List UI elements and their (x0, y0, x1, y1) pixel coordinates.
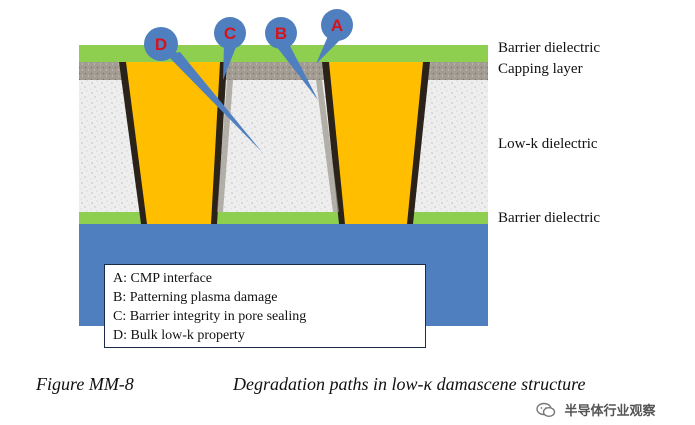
marker-d-bubble (144, 27, 178, 61)
marker-c-label: C (224, 24, 236, 43)
watermark-text: 半导体行业观察 (564, 404, 656, 419)
marker-a-pointer (316, 36, 340, 64)
damage-zone-right (316, 80, 339, 212)
label-lowk-dielectric: Low-k dielectric (498, 136, 598, 152)
wechat-icon (536, 402, 556, 418)
marker-b-pointer (276, 42, 318, 100)
legend-item-b: B: Patterning plasma damage (113, 290, 278, 305)
marker-b-label: B (275, 24, 287, 43)
marker-c: C (214, 17, 246, 80)
label-capping-layer: Capping layer (498, 61, 583, 77)
legend-item-a: A: CMP interface (113, 271, 213, 286)
figure-number: Figure MM-8 (36, 374, 134, 394)
label-barrier-dielectric-top: Barrier dielectric (498, 40, 601, 56)
marker-b-bubble (265, 17, 297, 49)
marker-a: A (316, 9, 353, 64)
marker-d-pointer (166, 52, 262, 152)
copper-line-right (329, 62, 423, 224)
marker-b: B (265, 17, 318, 100)
figure-caption: Degradation paths in low-κ damascene str… (233, 374, 586, 394)
marker-a-bubble (321, 9, 353, 41)
marker-d: D (144, 27, 262, 152)
legend-item-d: D: Bulk low-k property (113, 328, 245, 343)
marker-c-pointer (223, 44, 236, 80)
marker-d-label: D (155, 35, 167, 54)
legend-item-c: C: Barrier integrity in pore sealing (113, 309, 307, 324)
copper-line-left (126, 62, 220, 224)
marker-c-bubble (214, 17, 246, 49)
marker-a-label: A (331, 16, 343, 35)
label-barrier-dielectric-bottom: Barrier dielectric (498, 210, 601, 226)
legend-box: A: CMP interface B: Patterning plasma da… (104, 264, 426, 348)
watermark: 半导体行业观察 (536, 400, 656, 419)
